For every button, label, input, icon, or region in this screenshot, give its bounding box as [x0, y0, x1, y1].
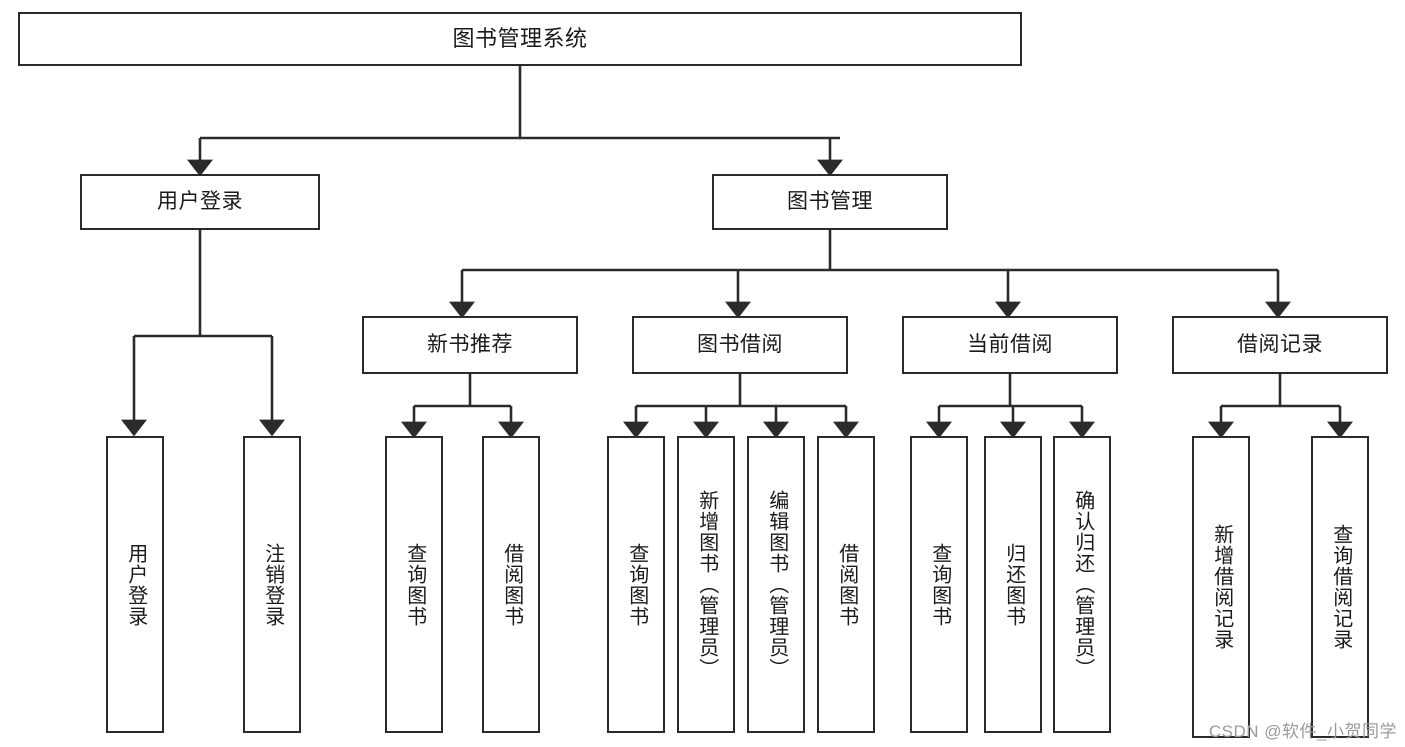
- node-leaf-confirm-return[interactable]: 确认归还（管理员）: [1053, 436, 1111, 733]
- connectors-root: [187, 66, 843, 177]
- node-leaf-user-login[interactable]: 用户登录: [106, 436, 164, 733]
- node-leaf-add-record-label: 新增借阅记录: [1210, 524, 1233, 650]
- node-root[interactable]: 图书管理系统: [18, 12, 1022, 66]
- node-leaf-query-book-1[interactable]: 查询图书: [385, 436, 443, 733]
- node-current-borrow-label: 当前借阅: [967, 333, 1053, 357]
- node-leaf-add-book[interactable]: 新增图书（管理员）: [677, 436, 735, 733]
- node-book-borrow[interactable]: 图书借阅: [632, 316, 848, 374]
- node-leaf-query-book-2-label: 查询图书: [625, 542, 648, 627]
- node-leaf-borrow-book-2[interactable]: 借阅图书: [817, 436, 875, 733]
- node-leaf-query-book-2[interactable]: 查询图书: [607, 436, 665, 733]
- node-current-borrow[interactable]: 当前借阅: [902, 316, 1118, 374]
- node-user-login-label: 用户登录: [157, 190, 243, 214]
- node-book-borrow-label: 图书借阅: [697, 333, 783, 357]
- node-leaf-borrow-book-1-label: 借阅图书: [500, 542, 523, 627]
- node-leaf-query-record-label: 查询借阅记录: [1329, 524, 1352, 650]
- node-user-login[interactable]: 用户登录: [80, 174, 320, 230]
- connectors-book-manage: [449, 230, 1291, 319]
- node-leaf-confirm-return-label: 确认归还（管理员）: [1071, 490, 1094, 679]
- node-leaf-logout-label: 注销登录: [261, 542, 284, 627]
- node-leaf-add-record[interactable]: 新增借阅记录: [1192, 436, 1250, 738]
- connectors-current-borrow: [926, 374, 1095, 439]
- connectors-user-login: [121, 230, 285, 437]
- connectors-book-borrow: [623, 374, 859, 439]
- connectors-borrow-record: [1208, 374, 1353, 439]
- node-book-manage-label: 图书管理: [787, 190, 873, 214]
- watermark-text: CSDN @软件_小贺同学: [1208, 722, 1397, 741]
- node-leaf-query-record[interactable]: 查询借阅记录: [1311, 436, 1369, 738]
- node-root-label: 图书管理系统: [452, 25, 588, 51]
- node-leaf-logout[interactable]: 注销登录: [243, 436, 301, 733]
- node-borrow-record-label: 借阅记录: [1237, 333, 1323, 357]
- node-leaf-add-book-label: 新增图书（管理员）: [695, 490, 718, 679]
- node-leaf-return-book[interactable]: 归还图书: [984, 436, 1042, 733]
- node-leaf-query-book-3[interactable]: 查询图书: [910, 436, 968, 733]
- node-leaf-edit-book[interactable]: 编辑图书（管理员）: [747, 436, 805, 733]
- node-leaf-return-book-label: 归还图书: [1002, 542, 1025, 627]
- node-leaf-query-book-1-label: 查询图书: [403, 542, 426, 627]
- connectors-new-book-rec: [401, 374, 524, 439]
- node-borrow-record[interactable]: 借阅记录: [1172, 316, 1388, 374]
- node-leaf-edit-book-label: 编辑图书（管理员）: [765, 490, 788, 679]
- node-leaf-user-login-label: 用户登录: [124, 542, 147, 627]
- node-leaf-borrow-book-2-label: 借阅图书: [835, 542, 858, 627]
- node-leaf-borrow-book-1[interactable]: 借阅图书: [482, 436, 540, 733]
- node-leaf-query-book-3-label: 查询图书: [928, 542, 951, 627]
- node-book-manage[interactable]: 图书管理: [712, 174, 948, 230]
- node-new-book-rec[interactable]: 新书推荐: [362, 316, 578, 374]
- node-new-book-rec-label: 新书推荐: [427, 333, 513, 357]
